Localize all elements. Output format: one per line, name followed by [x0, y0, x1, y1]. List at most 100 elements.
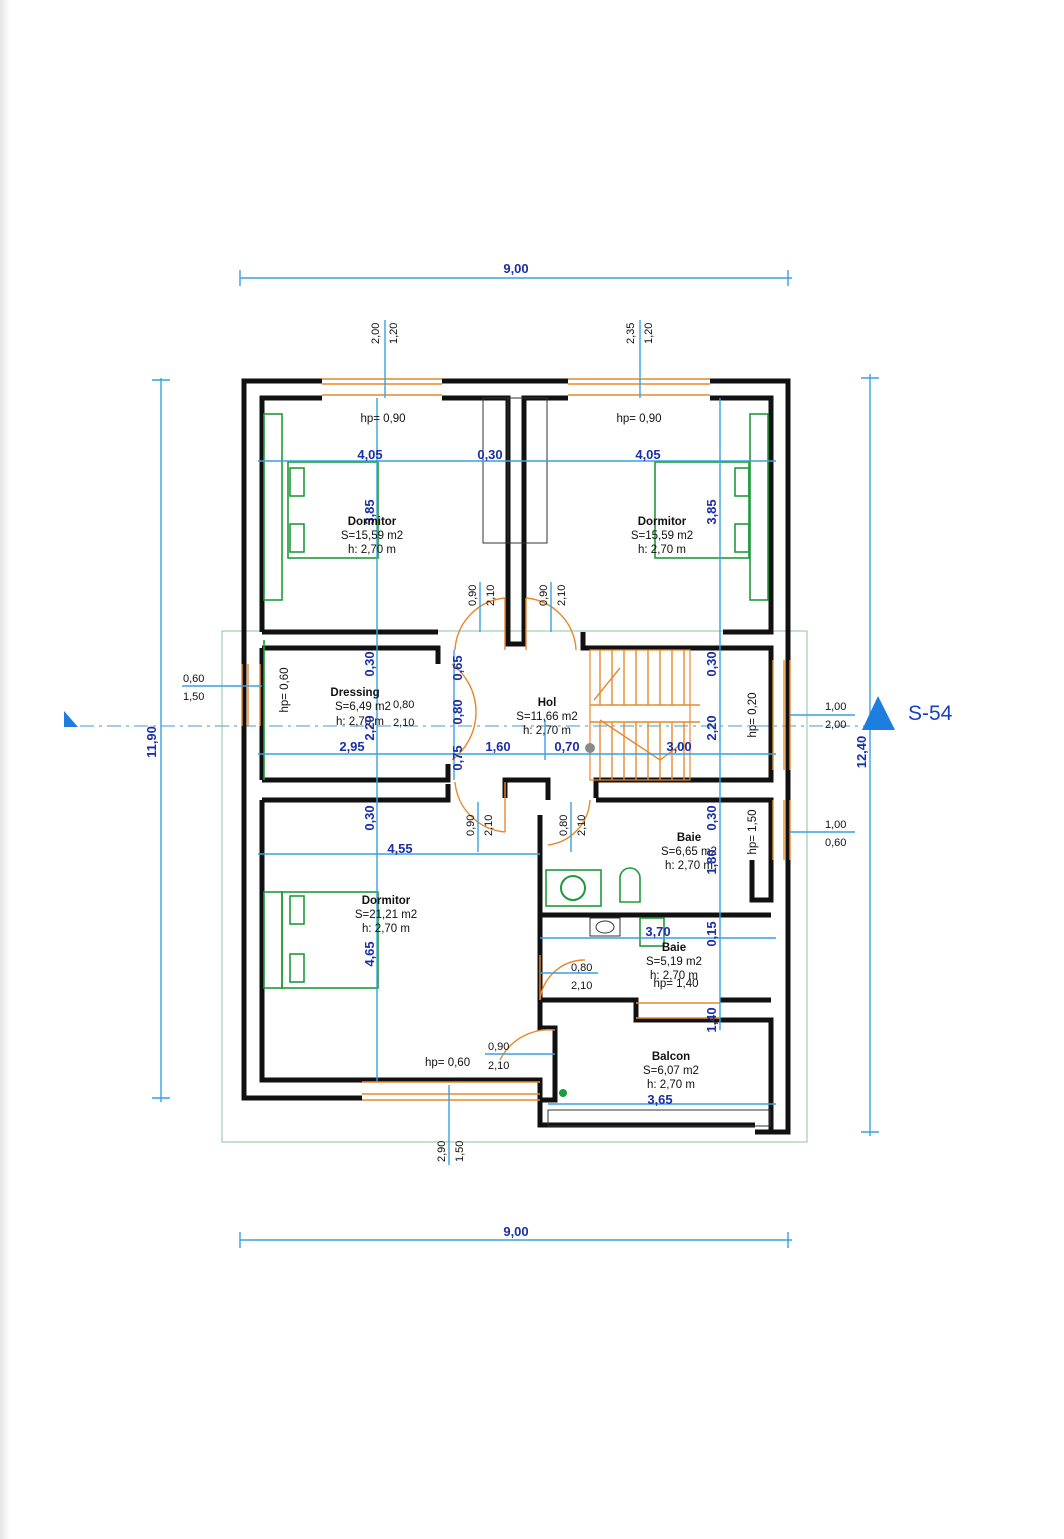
- stair-top-dim: 0,30: [704, 651, 719, 676]
- dim-right-win-a1: 1,00: [825, 701, 846, 713]
- dim-win-top-right-b: 1,20: [643, 323, 655, 344]
- dress-right-a: 0,65: [450, 655, 465, 680]
- bath2-width-dim: 3,70: [645, 924, 670, 939]
- balcony-gap-dim: 1,40: [704, 1007, 719, 1032]
- dressing-top-dim: 0,30: [362, 651, 377, 676]
- dressing-width-dim: 2,95: [339, 739, 364, 754]
- hall-name: Hol: [538, 697, 557, 709]
- bath2-door-w: 0,80: [571, 962, 592, 974]
- door-ul-h: 2,10: [485, 585, 497, 606]
- ne-depth-dim: 3,85: [704, 499, 719, 524]
- hall-dim-2: 0,70: [554, 739, 579, 754]
- bath1-area: S=6,65 m2: [661, 846, 717, 858]
- balcony-door-w: 0,90: [488, 1041, 509, 1053]
- bath1-top-dim: 0,30: [704, 805, 719, 830]
- bath1-height: h: 2,70 m: [665, 860, 713, 872]
- hall-height: h: 2,70 m: [523, 725, 571, 737]
- section-arrow-left-icon: [64, 711, 78, 727]
- dim-bottom-win-b: 1,50: [454, 1141, 466, 1162]
- dim-win-top-right-a: 2,35: [625, 323, 637, 344]
- internal-dims: [182, 320, 855, 1165]
- balcony-height: h: 2,70 m: [647, 1079, 695, 1091]
- dressing-name: Dressing: [330, 687, 379, 699]
- ne-height: h: 2,70 m: [638, 544, 686, 556]
- balcony-name: Balcon: [652, 1051, 690, 1063]
- bath1-name: Baie: [677, 832, 701, 844]
- ne-name: Dormitor: [638, 516, 687, 528]
- bath2-sill: hp= 1,40: [653, 978, 698, 990]
- bath2-height: h: 2,70 m: [650, 970, 698, 982]
- ne-area: S=15,59 m2: [631, 530, 693, 542]
- nw-sill: hp= 0,90: [360, 413, 405, 425]
- bath2-door-h: 2,10: [571, 980, 592, 992]
- sw-area: S=21,21 m2: [355, 909, 417, 921]
- stair-width-dim: 3,00: [666, 739, 691, 754]
- dressing-height: h: 2,70 m: [336, 716, 384, 728]
- bath2-area: S=5,19 m2: [646, 956, 702, 968]
- hall-area: S=11,66 m2: [516, 711, 577, 723]
- dim-left-win-a: 0,60: [183, 673, 204, 685]
- section-line: S-54: [64, 696, 953, 730]
- door-ul-w: 0,90: [467, 585, 479, 606]
- door-ll-h: 2,10: [483, 815, 495, 836]
- nw-height: h: 2,70 m: [348, 544, 396, 556]
- bath2-gap-dim: 0,15: [704, 921, 719, 946]
- nw-width-dim: 4,05: [357, 447, 382, 462]
- page-edge-shadow: [0, 0, 10, 1539]
- stair-sill: hp= 0,20: [747, 692, 759, 737]
- dim-right-height: 12,40: [854, 736, 869, 769]
- ne-width-dim: 4,05: [635, 447, 660, 462]
- door-ur-h: 2,10: [556, 585, 568, 606]
- dim-top-overall: 9,00: [239, 261, 792, 286]
- balcony-width-dim: 3,65: [647, 1092, 672, 1107]
- ne-sill: hp= 0,90: [616, 413, 661, 425]
- dim-bottom-win-a: 2,90: [436, 1141, 448, 1162]
- nw-area: S=15,59 m2: [341, 530, 403, 542]
- dim-top-width: 9,00: [503, 261, 528, 276]
- dressing-sill: hp= 0,60: [279, 667, 291, 712]
- nw-depth-dim: 3,85: [362, 499, 377, 524]
- dim-win-top-left-b: 1,20: [388, 323, 400, 344]
- dim-left-overall: 11,90: [144, 378, 170, 1102]
- lower-top-dim: 0,30: [362, 805, 377, 830]
- bath1-sill: hp= 1,50: [747, 809, 759, 854]
- balcony-door-h: 2,10: [488, 1060, 509, 1072]
- dim-win-top-left-a: 2,00: [370, 323, 382, 344]
- staircase: [585, 649, 700, 781]
- sw-height: h: 2,70 m: [362, 923, 410, 935]
- dim-right-win-a2: 2,00: [825, 719, 846, 731]
- sw-depth-dim: 4,65: [362, 941, 377, 966]
- bath-fixtures: [545, 867, 771, 1127]
- door-lr-h: 2,10: [576, 815, 588, 836]
- furniture: [263, 413, 769, 989]
- dress-right-c: 0,75: [450, 745, 465, 770]
- dress-right-b: 0,80: [450, 699, 465, 724]
- dim-right-win-b1: 1,00: [825, 819, 846, 831]
- dim-left-win-b: 1,50: [183, 691, 204, 703]
- dim-bottom-overall: 9,00: [239, 1224, 792, 1248]
- corridor-dim: 0,30: [477, 447, 502, 462]
- dressing-door-h: 2,10: [393, 717, 414, 729]
- door-ll-w: 0,90: [465, 815, 477, 836]
- sw-width-dim: 4,55: [387, 841, 412, 856]
- windows: [241, 378, 791, 1101]
- hall-dim-1: 1,60: [485, 739, 510, 754]
- dim-right-win-b2: 0,60: [825, 837, 846, 849]
- section-marker: S-54: [908, 702, 953, 725]
- dim-bottom-width: 9,00: [503, 1224, 528, 1239]
- dim-left-height: 11,90: [144, 726, 159, 758]
- door-lr-w: 0,80: [558, 815, 570, 836]
- stair-height-dim: 2,20: [704, 715, 719, 740]
- balcony-door-sill: hp= 0,60: [425, 1057, 470, 1069]
- bath2-name: Baie: [662, 942, 686, 954]
- dressing-area: S=6,49 m2: [335, 701, 391, 713]
- doors: [451, 597, 591, 1061]
- dressing-depth-dim: 2,20: [362, 715, 377, 740]
- bath1-depth-dim: 1,80: [704, 849, 719, 874]
- section-arrow-right-icon: [862, 696, 895, 730]
- dim-right-overall: 12,40: [854, 374, 879, 1136]
- sw-name: Dormitor: [362, 895, 411, 907]
- nw-name: Dormitor: [348, 516, 397, 528]
- dressing-door-w: 0,80: [393, 699, 414, 711]
